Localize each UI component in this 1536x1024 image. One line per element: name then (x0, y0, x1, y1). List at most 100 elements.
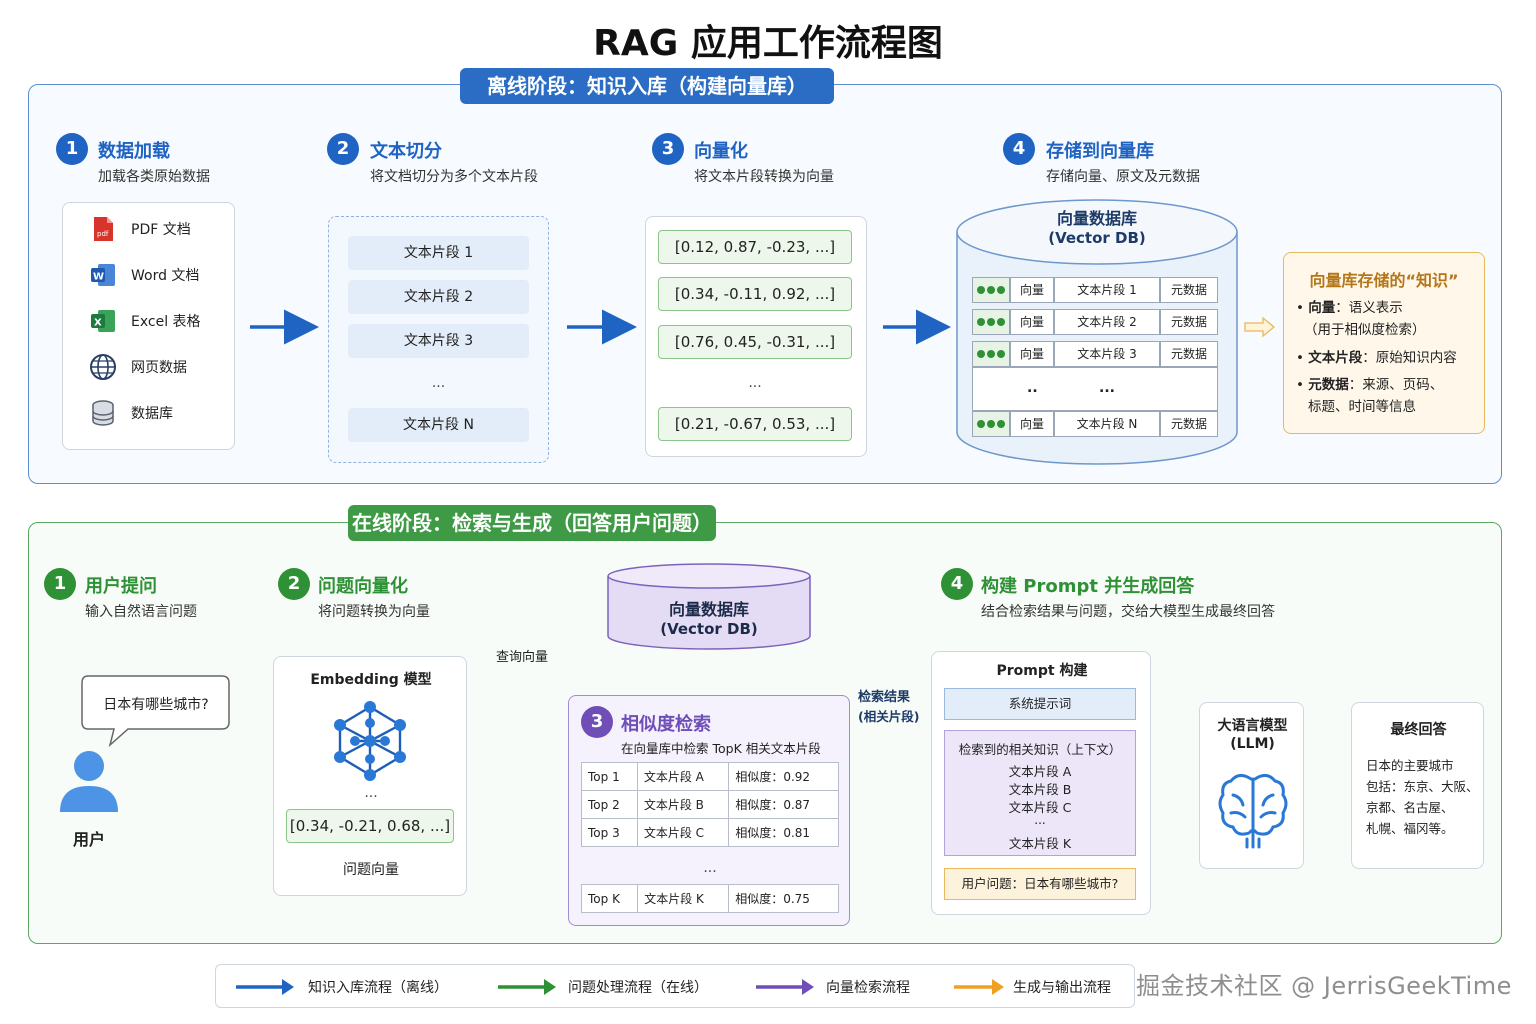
offline-step4-desc: 存储向量、原文及元数据 (1046, 169, 1200, 185)
embedding-title: Embedding 模型 (310, 672, 432, 688)
source-excel: X Excel 表格 (89, 307, 201, 335)
page-title: RAG 应用工作流程图 (593, 23, 943, 64)
legend-arrow-orange (954, 979, 1004, 995)
result-rank: Top K (580, 884, 639, 913)
online-step1-desc: 输入自然语言问题 (85, 604, 197, 620)
vector-db-table: 向量 文本片段 1 元数据 (972, 277, 1218, 303)
legend: 知识入库流程（离线） 问题处理流程（在线） 向量检索流程 生成与输出流程 (215, 964, 1135, 1008)
vector-db-table: 向量 文本片段 3 元数据 (972, 341, 1218, 367)
offline-banner: 离线阶段：知识入库（构建向量库） (460, 68, 834, 104)
offline-step3-title: 向量化 (694, 141, 748, 162)
online-banner: 在线阶段：检索与生成（回答用户问题） (348, 505, 716, 541)
source-excel-label: Excel 表格 (131, 314, 201, 330)
db-vec-cell: 向量 (1010, 277, 1054, 303)
context-item: 文本片段 A (1008, 764, 1072, 779)
result-chunk: 文本片段 A (636, 762, 730, 791)
db-vec-cell: 向量 (1010, 411, 1054, 437)
result-score: 相似度：0.92 (728, 762, 839, 791)
embedding-dots: ... (364, 785, 378, 801)
vector-item: [0.34, -0.11, 0.92, ...] (658, 277, 852, 311)
knowledge-item-chunk: • 文本片段：原始知识内容 (1296, 350, 1457, 366)
knowledge-label: 文本片段 (1308, 350, 1363, 366)
source-word-label: Word 文档 (131, 268, 200, 284)
llm-subtitle: (LLM) (1230, 736, 1275, 752)
pdf-icon: pdf (94, 217, 113, 241)
db-chunk-cell: 文本片段 1 (1054, 277, 1160, 303)
legend-arrow-green (498, 979, 556, 995)
online-step3-number: 3 (581, 706, 613, 738)
globe-icon (90, 354, 116, 380)
db-ellipsis-1: .. (1027, 380, 1038, 396)
source-web: 网页数据 (89, 353, 187, 381)
online-step4-number: 4 (941, 568, 973, 600)
db-chunk-cell: 文本片段 2 (1054, 309, 1160, 335)
db-meta-cell: 元数据 (1160, 277, 1218, 303)
db-chunk-cell: 文本片段 3 (1054, 341, 1160, 367)
chunk-item: 文本片段 2 (348, 280, 529, 314)
vector-db-table: 向量 文本片段 N 元数据 (972, 411, 1218, 437)
online-step2-number: 2 (278, 568, 310, 600)
legend-label: 向量检索流程 (826, 980, 910, 996)
svg-text:X: X (94, 318, 102, 329)
data-sources-box: pdf PDF 文档 W Word 文档 X Excel 表格 网页数据 数据库 (62, 202, 235, 450)
source-database: 数据库 (89, 399, 173, 427)
db-meta-cell: 元数据 (1160, 341, 1218, 367)
source-pdf-label: PDF 文档 (131, 222, 191, 238)
result-rank: Top 2 (581, 790, 638, 819)
database-icon (92, 400, 114, 426)
chunk-item: 文本片段 1 (348, 236, 529, 270)
result-chunk: 文本片段 B (636, 790, 730, 819)
legend-label: 知识入库流程（离线） (308, 980, 448, 996)
source-pdf: pdf PDF 文档 (89, 215, 191, 243)
svg-text:pdf: pdf (97, 230, 109, 238)
context-item: 文本片段 B (1008, 782, 1072, 797)
vector-ellipsis: ... (748, 375, 762, 391)
legend-label: 生成与输出流程 (1013, 980, 1111, 996)
svg-text:W: W (93, 272, 104, 283)
system-prompt: 系统提示词 (944, 688, 1136, 720)
answer-line: 京都、名古屋、 (1366, 800, 1454, 815)
db-dots (972, 411, 1010, 437)
vectors-box: [0.12, 0.87, -0.23, ...] [0.34, -0.11, 0… (645, 216, 867, 457)
knowledge-card: 向量库存储的“知识” • 向量：语义表示 （用于相似度检索） • 文本片段：原始… (1283, 252, 1485, 434)
answer-line: 日本的主要城市 (1366, 758, 1454, 773)
knowledge-title: 向量库存储的“知识” (1309, 271, 1459, 290)
result-score: 相似度：0.75 (728, 884, 839, 913)
result-rank: Top 3 (581, 818, 638, 847)
db-vec-cell: 向量 (1010, 341, 1054, 367)
online-step2-desc: 将问题转换为向量 (318, 604, 430, 620)
offline-step3-number: 3 (652, 133, 684, 165)
offline-step1-number: 1 (56, 133, 88, 165)
knowledge-item-meta: • 元数据：来源、页码、 (1296, 377, 1444, 393)
brain-icon (1218, 774, 1288, 849)
context-title: 检索到的相关知识（上下文） (958, 742, 1122, 757)
legend-arrow-purple (756, 979, 814, 995)
context-ellipsis: ... (1034, 813, 1046, 827)
db-row: 向量 文本片段 N 元数据 (972, 411, 1218, 437)
online-db-title: 向量数据库 (668, 600, 749, 619)
word-icon: W (91, 264, 115, 286)
text-chunks-box: 文本片段 1 文本片段 2 文本片段 3 ... 文本片段 N (328, 216, 549, 463)
answer-title: 最终回答 (1390, 722, 1447, 738)
result-score: 相似度：0.87 (728, 790, 839, 819)
knowledge-extra: （用于相似度检索） (1304, 322, 1426, 338)
user-icon (60, 751, 118, 812)
results-ellipsis: ... (703, 860, 717, 876)
chunk-ellipsis: ... (431, 375, 446, 391)
db-vec-cell: 向量 (1010, 309, 1054, 335)
online-step3-title: 相似度检索 (621, 714, 711, 735)
neural-network-icon (334, 701, 406, 781)
excel-icon: X (91, 310, 115, 332)
question-vector-caption: 问题向量 (343, 862, 399, 878)
user-label: 用户 (72, 830, 105, 849)
context-block: 检索到的相关知识（上下文） 文本片段 A 文本片段 B 文本片段 C ... 文… (944, 730, 1136, 856)
db-ellipsis-2: ... (1099, 380, 1115, 396)
offline-step1-title: 数据加载 (98, 141, 170, 162)
vector-item: [0.76, 0.45, -0.31, ...] (658, 325, 852, 359)
result-score: 相似度：0.81 (728, 818, 839, 847)
context-item: 文本片段 C (1008, 800, 1072, 815)
prompt-box: Prompt 构建 系统提示词 检索到的相关知识（上下文） 文本片段 A 文本片… (931, 651, 1151, 915)
